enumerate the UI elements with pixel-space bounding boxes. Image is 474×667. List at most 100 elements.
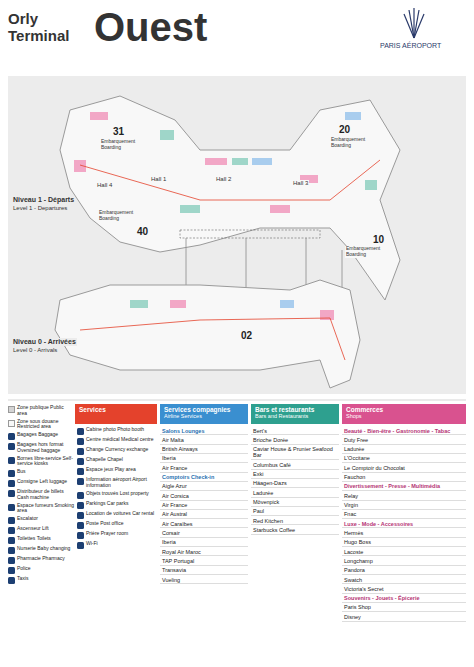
list-item: Virgin bbox=[342, 502, 466, 510]
list-item: Air Caraïbes bbox=[160, 520, 248, 528]
legend-swatch bbox=[8, 420, 15, 427]
list-item: Paul bbox=[251, 508, 339, 516]
list-item: Air France bbox=[160, 464, 248, 472]
list-item: Swatch bbox=[342, 576, 466, 584]
icon-symbol bbox=[8, 577, 15, 584]
list-item: Starbucks Coffee bbox=[251, 526, 339, 534]
icon-symbol bbox=[77, 542, 84, 549]
icon-symbol bbox=[8, 537, 15, 544]
legend-text: Zone publique Public area bbox=[17, 405, 74, 417]
icon-symbol bbox=[8, 504, 15, 511]
list-item: Caviar House & Prunier Seafood Bar bbox=[251, 446, 339, 461]
logo-fan bbox=[404, 8, 424, 38]
level-1-outline bbox=[60, 96, 400, 300]
list-item: Paris Shop bbox=[342, 604, 466, 612]
icon-symbol bbox=[8, 547, 15, 554]
list-item: Aigle Azur bbox=[160, 483, 248, 491]
title-part: Orly bbox=[8, 10, 38, 27]
header-subtitle: Bars and Restaurants bbox=[255, 413, 335, 419]
legend-text: Distributeur de billets Cash machine bbox=[17, 489, 74, 501]
list-heading: Comptoirs Check-in bbox=[160, 474, 248, 482]
title: Ouest bbox=[94, 4, 207, 50]
boarding-label: Embarquement Boarding bbox=[98, 210, 134, 222]
list-item: Air Malta bbox=[160, 436, 248, 444]
level-0-shops bbox=[130, 300, 334, 320]
list-item: Duty Free bbox=[342, 436, 466, 444]
list-heading: Salons Lounges bbox=[160, 427, 248, 435]
header-title: Bars et restaurants bbox=[255, 406, 335, 413]
icon-symbol bbox=[8, 567, 15, 574]
boarding-label: Embarquement Boarding bbox=[100, 139, 136, 151]
legend-swatch bbox=[8, 406, 15, 413]
list-item: Disney bbox=[342, 613, 466, 621]
list-heading: Souvenirs - Jouets - Épicerie bbox=[342, 595, 466, 603]
level-name: Level 1 - Departures bbox=[12, 205, 68, 212]
table-rule bbox=[8, 400, 466, 401]
list-item: Relay bbox=[342, 492, 466, 500]
level-1-shops bbox=[74, 112, 377, 213]
map-panel bbox=[8, 76, 466, 394]
legend-text: Change Currency exchange bbox=[86, 447, 157, 453]
legend-text: Location de voitures Car rental bbox=[86, 511, 157, 517]
dashed-frame bbox=[180, 230, 320, 238]
list-item: Corsair bbox=[160, 529, 248, 537]
list-heading: Luxe - Mode - Accessoires bbox=[342, 520, 466, 528]
list-item: Lacoste bbox=[342, 548, 466, 556]
list-item: Fnac bbox=[342, 511, 466, 519]
icon-symbol bbox=[77, 448, 84, 455]
legend-text: Espace fumeurs Smoking area bbox=[17, 503, 74, 515]
icon-symbol bbox=[77, 492, 84, 499]
icon-symbol bbox=[8, 433, 15, 440]
header-title: Services compagnies bbox=[164, 406, 244, 413]
list-item: British Airways bbox=[160, 446, 248, 454]
legend-text: Consigne Left luggage bbox=[17, 479, 74, 485]
legend-text: Bus bbox=[17, 469, 74, 475]
level-name: Niveau 0 - Arrivées bbox=[12, 338, 77, 346]
gate-number: 31 bbox=[112, 126, 125, 138]
list-item: Longchamp bbox=[342, 557, 466, 565]
boarding-label: Embarquement Boarding bbox=[345, 246, 381, 258]
list-item: Columbus Café bbox=[251, 461, 339, 469]
icon-symbol bbox=[77, 502, 84, 509]
gate-number: 20 bbox=[338, 124, 351, 136]
icon-symbol bbox=[8, 527, 15, 534]
icon-symbol bbox=[8, 457, 15, 464]
list-item: Exki bbox=[251, 471, 339, 479]
list-item: Air France bbox=[160, 502, 248, 510]
level-0-outline bbox=[55, 280, 360, 388]
list-heading: Divertissement - Presse - Multimédia bbox=[342, 483, 466, 491]
list-item: Air Corsica bbox=[160, 492, 248, 500]
hall-name: Hall 2 bbox=[215, 176, 232, 183]
legend-text: Taxis bbox=[17, 576, 74, 582]
icon-symbol bbox=[77, 532, 84, 539]
legend-text: Chapelle Chapel bbox=[86, 457, 157, 463]
icon-symbol bbox=[77, 458, 84, 465]
legend-text: Wi-Fi bbox=[86, 541, 157, 547]
list-item: Red Kitchen bbox=[251, 517, 339, 525]
list-item: Pandora bbox=[342, 567, 466, 575]
gate-number: 40 bbox=[136, 226, 149, 238]
legend-text: Parkings Car parks bbox=[86, 501, 157, 507]
title-part: Terminal bbox=[8, 27, 69, 44]
icon-symbol bbox=[77, 468, 84, 475]
list-item: Häagen-Dazs bbox=[251, 480, 339, 488]
route-line bbox=[80, 160, 380, 200]
list-item: Hugo Boss bbox=[342, 539, 466, 547]
legend-text: Zone sous douane Restricted area bbox=[17, 419, 74, 431]
route-line bbox=[80, 318, 345, 360]
gate-number: 10 bbox=[372, 234, 385, 246]
legend-text: Cabine photo Photo booth bbox=[86, 427, 157, 433]
list-item: Fauchon bbox=[342, 474, 466, 482]
list-item: Ladurée bbox=[342, 446, 466, 454]
list-item: Ladurée bbox=[251, 489, 339, 497]
legend-text: Centre médical Medical centre bbox=[86, 437, 157, 443]
header-band: Bars et restaurantsBars and Restaurants bbox=[251, 404, 339, 424]
legend-text: Prière Prayer room bbox=[86, 531, 157, 537]
icon-symbol bbox=[77, 428, 84, 435]
list-item: Bert's bbox=[251, 427, 339, 435]
legend-text: Objets trouvés Lost property bbox=[86, 491, 157, 497]
brand-name: PARIS AÉROPORT bbox=[380, 42, 441, 50]
list-item: Victoria's Secret bbox=[342, 585, 466, 593]
gate-number: 02 bbox=[240, 330, 253, 342]
